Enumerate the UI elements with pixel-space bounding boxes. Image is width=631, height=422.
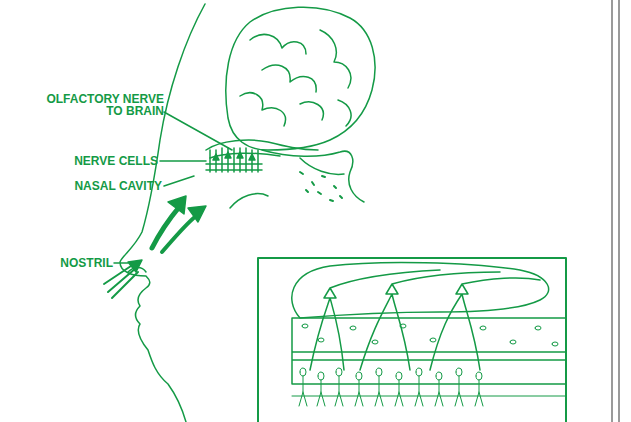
air-arrow: [152, 206, 180, 248]
air-arrow: [162, 216, 196, 252]
receptor-cells: [300, 368, 482, 380]
inset-band: [292, 318, 566, 384]
nerve-cell-bodies: [213, 152, 255, 160]
air-arrow-head: [188, 206, 206, 222]
part-label: OLFACTORY NERVE TO BRAIN: [30, 93, 164, 117]
page-edge: [612, 0, 619, 422]
olfactory-bulb: [206, 140, 318, 158]
inhale-arrow-head: [128, 260, 142, 272]
inset-neuron: [310, 270, 540, 370]
cilia: [299, 376, 483, 406]
brain-gyri: [240, 30, 351, 126]
bone-texture: [300, 172, 342, 201]
air-arrow-head: [168, 196, 186, 214]
face-profile: [120, 4, 205, 422]
part-label: NASAL CAVITY: [20, 180, 162, 192]
inset-frame: [258, 258, 566, 422]
part-label: NERVE CELLS: [40, 155, 158, 167]
part-label: NOSTRIL: [30, 257, 113, 269]
nerve-cells: [206, 148, 262, 172]
brain-outline: [226, 7, 375, 150]
inset-base: [292, 396, 566, 397]
